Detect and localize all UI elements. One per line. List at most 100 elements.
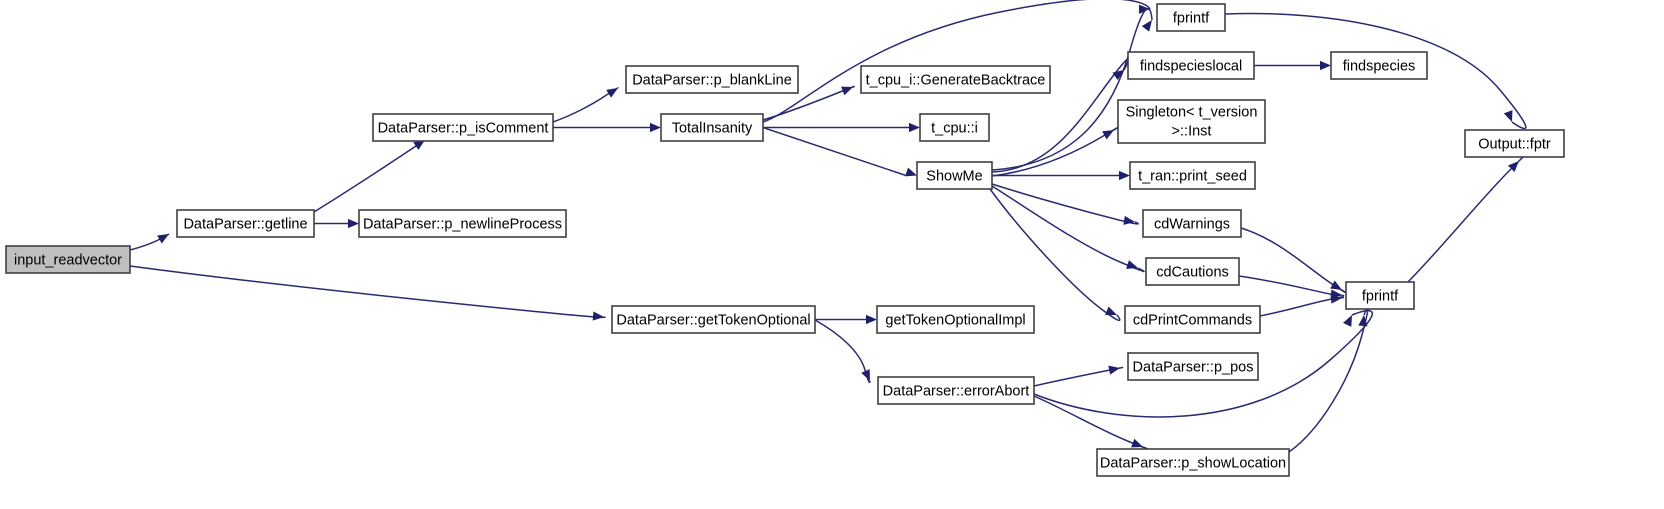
node-label: input_readvector xyxy=(14,252,122,268)
edge-errorabort-to-p-showlocation xyxy=(1033,395,1149,450)
node-box xyxy=(1124,305,1261,334)
arrowhead-icon xyxy=(650,122,661,133)
edge-gettokenoptional-to-errorabort xyxy=(814,319,871,384)
node-generatebacktrace[interactable]: t_cpu_i::GenerateBacktrace xyxy=(860,65,1051,94)
node-label: t_ran::print_seed xyxy=(1138,168,1247,184)
node-label: t_cpu::i xyxy=(931,120,978,136)
node-showme[interactable]: ShowMe xyxy=(916,161,993,190)
node-gettokenoptional[interactable]: DataParser::getTokenOptional xyxy=(611,305,816,334)
edge-fprintf-top-to-fptr xyxy=(1224,12,1527,130)
arrowhead-icon xyxy=(1119,170,1130,181)
arrowhead-icon xyxy=(866,314,877,325)
node-gettokenoptionalimpl[interactable]: getTokenOptionalImpl xyxy=(876,305,1035,334)
node-box xyxy=(5,245,131,274)
node-p-newlineprocess[interactable]: DataParser::p_newlineProcess xyxy=(358,209,567,238)
arrowhead-icon xyxy=(1102,130,1114,140)
edge-line xyxy=(1288,307,1369,453)
node-box xyxy=(358,209,567,238)
node-label: fprintf xyxy=(1362,288,1399,304)
edge-showme-to-cdprintcommands xyxy=(989,188,1121,322)
node-box xyxy=(877,376,1035,405)
edge-p-showlocation-to-fprintf-mid xyxy=(1288,307,1369,453)
node-box xyxy=(176,209,315,238)
arrowhead-icon xyxy=(1343,315,1352,327)
edge-totalinsanity-to-t-cpu-i xyxy=(763,122,920,133)
node-print-seed[interactable]: t_ran::print_seed xyxy=(1129,161,1256,190)
edge-line xyxy=(1240,227,1349,296)
arrowhead-icon xyxy=(1320,60,1331,71)
node-getline[interactable]: DataParser::getline xyxy=(176,209,315,238)
node-fptr[interactable]: Output::fptr xyxy=(1464,129,1565,158)
edge-showme-to-findspecieslocal xyxy=(991,58,1129,173)
node-p-showlocation[interactable]: DataParser::p_showLocation xyxy=(1096,448,1290,477)
edge-line xyxy=(991,185,1145,273)
node-label: ShowMe xyxy=(926,168,982,184)
node-totalinsanity[interactable]: TotalInsanity xyxy=(660,113,764,142)
arrowhead-icon xyxy=(413,140,425,150)
node-box xyxy=(1156,3,1226,32)
arrowhead-icon xyxy=(606,88,618,98)
arrowhead-icon xyxy=(1330,280,1342,290)
edge-totalinsanity-to-showme xyxy=(762,126,917,177)
edge-cdprintcommands-to-fprintf-mid xyxy=(1259,294,1345,317)
node-fprintf-mid[interactable]: fprintf xyxy=(1345,281,1415,310)
edge-line xyxy=(1033,395,1149,450)
node-box xyxy=(1464,129,1565,158)
node-label: fprintf xyxy=(1173,10,1210,26)
edge-line xyxy=(762,126,907,177)
node-findspecieslocal[interactable]: findspecieslocal xyxy=(1127,51,1255,80)
arrowhead-icon xyxy=(1507,161,1519,173)
edge-showme-to-fprintf-top xyxy=(991,7,1153,171)
node-box xyxy=(625,65,799,94)
edge-showme-to-print-seed xyxy=(992,170,1130,181)
node-input-readvector[interactable]: input_readvector xyxy=(5,245,131,274)
node-box xyxy=(1127,51,1255,80)
node-label: Singleton< t_version>::Inst xyxy=(1126,104,1258,139)
edge-layer xyxy=(129,0,1527,453)
node-p-pos[interactable]: DataParser::p_pos xyxy=(1127,352,1259,381)
arrowhead-icon xyxy=(157,234,169,244)
node-box xyxy=(372,113,554,142)
node-label: TotalInsanity xyxy=(672,120,753,136)
edge-line xyxy=(991,7,1153,171)
node-label: DataParser::p_isComment xyxy=(378,120,549,136)
node-errorabort[interactable]: DataParser::errorAbort xyxy=(877,376,1035,405)
edge-cdwarnings-to-fprintf-mid xyxy=(1240,227,1349,296)
arrowhead-icon xyxy=(909,122,920,133)
edge-p-iscomment-to-p-blankline xyxy=(552,87,619,123)
node-label: DataParser::p_pos xyxy=(1133,359,1254,375)
edge-getline-to-p-newlineprocess xyxy=(314,218,359,229)
edge-getline-to-p-iscomment xyxy=(313,136,430,213)
edge-line xyxy=(762,85,855,121)
node-singleton[interactable]: Singleton< t_version>::Inst xyxy=(1117,99,1266,144)
arrowhead-icon xyxy=(841,86,853,96)
edge-line xyxy=(989,188,1121,322)
edge-line xyxy=(991,183,1139,225)
node-p-iscomment[interactable]: DataParser::p_isComment xyxy=(372,113,554,142)
node-box xyxy=(1117,99,1266,144)
arrowhead-icon xyxy=(905,167,917,177)
node-t-cpu-i[interactable]: t_cpu::i xyxy=(919,113,990,142)
node-box xyxy=(919,113,990,142)
node-p-blankline[interactable]: DataParser::p_blankLine xyxy=(625,65,799,94)
edge-p-iscomment-to-totalinsanity xyxy=(553,122,661,133)
node-label: DataParser::p_blankLine xyxy=(632,72,792,88)
node-label: DataParser::getline xyxy=(183,216,307,232)
edge-showme-to-cdwarnings xyxy=(991,183,1139,225)
edge-line xyxy=(1404,153,1527,286)
arrowhead-icon xyxy=(1503,110,1513,122)
node-cdwarnings[interactable]: cdWarnings xyxy=(1142,209,1242,238)
edge-input-readvector-to-getline xyxy=(129,233,170,251)
node-box xyxy=(860,65,1051,94)
node-findspecies[interactable]: findspecies xyxy=(1330,51,1428,80)
edge-input-readvector-to-gettokenoptional xyxy=(129,265,606,321)
node-fprintf-top[interactable]: fprintf xyxy=(1156,3,1226,32)
node-box xyxy=(1330,51,1428,80)
edge-errorabort-to-p-pos xyxy=(1033,365,1124,387)
edge-cdcautions-to-fprintf-mid xyxy=(1238,275,1345,299)
node-cdcautions[interactable]: cdCautions xyxy=(1145,257,1240,286)
node-cdprintcommands[interactable]: cdPrintCommands xyxy=(1124,305,1261,334)
node-label: DataParser::p_newlineProcess xyxy=(363,216,562,232)
edge-gettokenoptional-to-gettokenoptionalimpl xyxy=(815,314,877,325)
edge-line xyxy=(991,58,1129,173)
